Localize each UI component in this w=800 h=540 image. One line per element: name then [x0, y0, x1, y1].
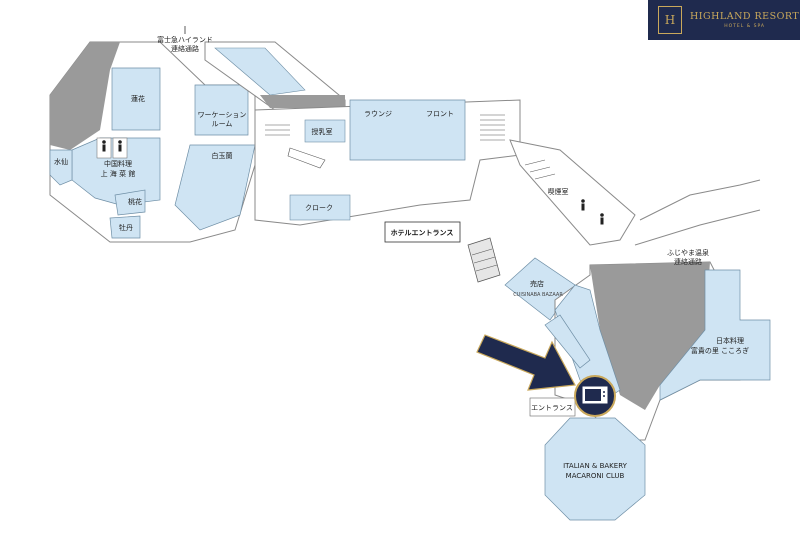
label-link-fujikyu-2: 連絡通路 — [171, 44, 199, 53]
label-lounge: ラウンジ — [364, 110, 392, 118]
label-entrance: エントランス — [531, 404, 573, 412]
label-hakugyokuro: 白玉蘭 — [212, 151, 233, 160]
room-lounge-front — [349, 99, 466, 161]
entrance-box — [529, 397, 576, 417]
label-workation-1: ワーケーション — [198, 111, 247, 119]
logo-name: HIGHLAND RESORT — [690, 11, 800, 22]
label-japanese-1: 日本料理 — [716, 336, 744, 345]
escalator-icon — [287, 147, 326, 169]
room-japanese — [659, 269, 771, 401]
label-hotel-entrance: ホテルエントランス — [391, 229, 454, 237]
label-fujiyama-1: ふじやま温泉 — [667, 248, 709, 257]
restroom-icon — [102, 140, 122, 152]
logo-mark: H — [658, 6, 682, 34]
label-suisen: 水仙 — [54, 157, 68, 166]
label-chinese-1: 中国料理 — [104, 159, 132, 168]
room-renka — [111, 67, 161, 131]
restroom-icon — [581, 199, 604, 225]
room-nursing — [304, 119, 346, 143]
label-shop: 売店 — [530, 279, 544, 288]
room-italian — [544, 417, 646, 521]
location-tv-icon — [574, 375, 616, 417]
label-chinese-2: 上 海 菜 館 — [101, 169, 136, 178]
corridor — [204, 41, 521, 226]
hotel-entrance-box — [384, 221, 461, 243]
label-shop-sub: CUISINABA BAZAAR — [513, 292, 563, 298]
label-smoking: 喫煙室 — [548, 187, 569, 196]
highland-resort-logo: H HIGHLAND RESORT HOTEL & SPA — [648, 0, 800, 40]
label-italian-2: MACARONI CLUB — [566, 472, 625, 480]
label-botan: 牡丹 — [119, 223, 133, 232]
label-touka: 桃花 — [128, 197, 142, 206]
room-hakugyokuro — [174, 144, 256, 231]
label-link-fujikyu-1: 富士急ハイランド — [157, 35, 213, 44]
label-workation-2: ルーム — [212, 120, 233, 128]
label-italian-1: ITALIAN & BAKERY — [563, 462, 628, 470]
label-japanese-2: 富貴の里 こころぎ — [691, 346, 749, 355]
room-botan — [109, 215, 141, 239]
room-workation — [194, 84, 249, 136]
room-touka — [114, 189, 146, 216]
label-nursing: 授乳室 — [312, 127, 333, 136]
label-fujiyama-2: 連絡通路 — [674, 257, 702, 266]
room-cloak — [289, 194, 351, 221]
label-renka: 蓮花 — [131, 94, 145, 103]
southeast-wing — [529, 261, 771, 521]
label-cloak: クローク — [305, 204, 333, 212]
arrow-marker — [476, 334, 576, 391]
label-front: フロント — [426, 110, 454, 118]
stairs-icon — [265, 114, 505, 141]
room-suisen — [49, 149, 73, 186]
east-corridor — [509, 139, 761, 246]
logo-sub: HOTEL & SPA — [724, 24, 765, 29]
west-wing — [49, 41, 283, 243]
